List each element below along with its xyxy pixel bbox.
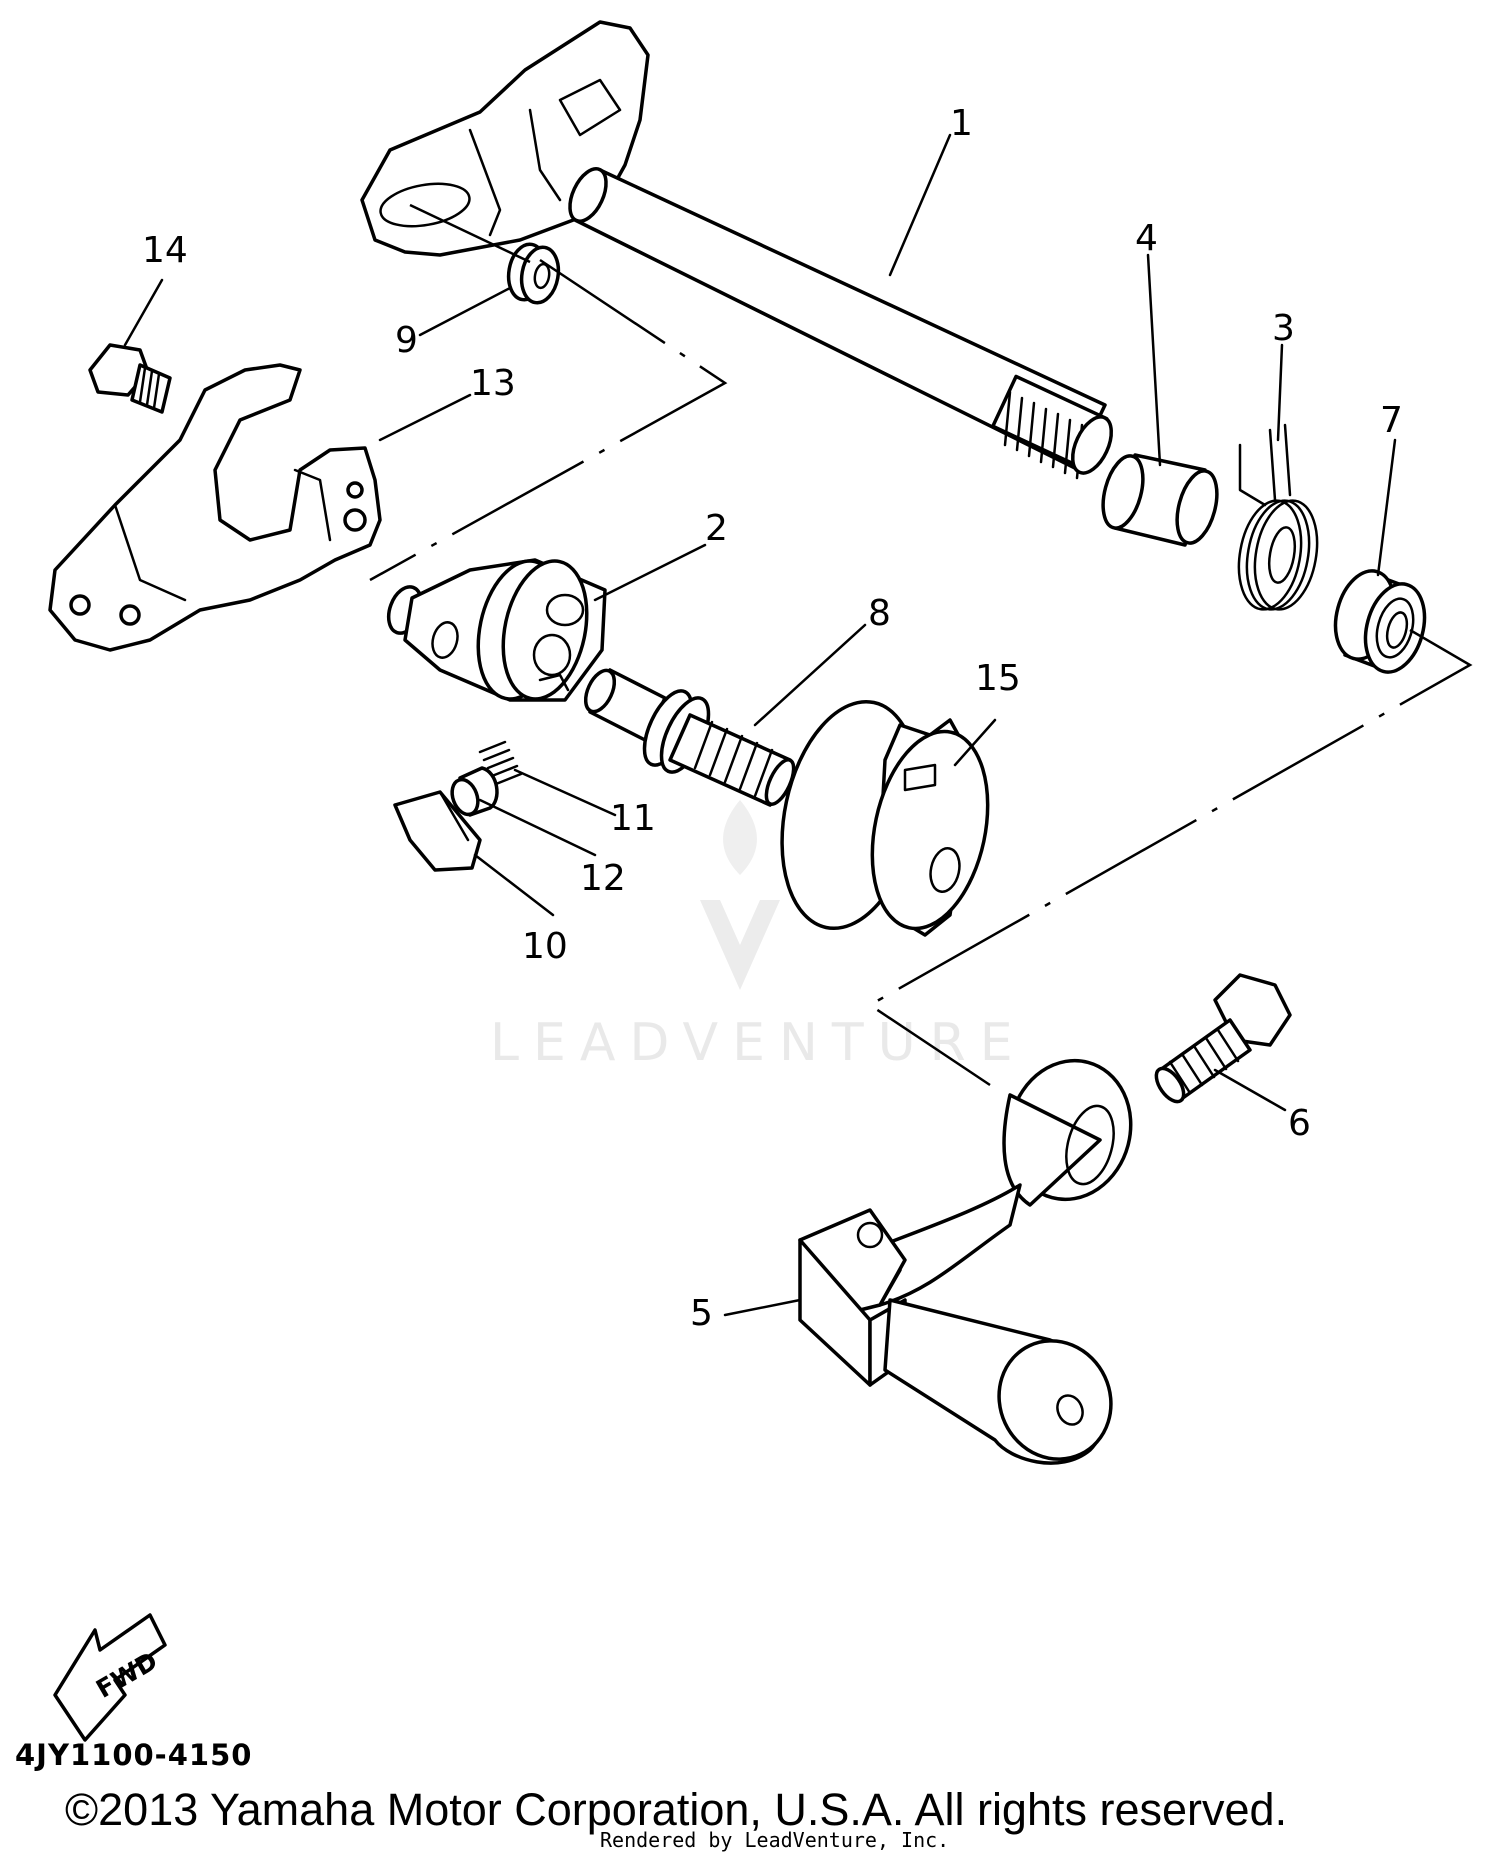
- callout-13: 13: [470, 363, 516, 404]
- callout-12: 12: [580, 858, 626, 899]
- rendered-by-credit: Rendered by LeadVenture, Inc.: [600, 1828, 949, 1852]
- part-4-collar: [1101, 453, 1219, 547]
- part-15-segment: [780, 699, 990, 937]
- part-3-torsion-spring: [1237, 423, 1319, 611]
- assembly-guide-lines: [369, 203, 1473, 1087]
- callout-8: 8: [868, 593, 891, 634]
- callout-15: 15: [975, 658, 1021, 699]
- part-8-collar-bolt: [583, 668, 796, 807]
- diagram-code: 4JY1100-4150: [15, 1738, 252, 1772]
- callout-10: 10: [522, 926, 568, 967]
- callout-6: 6: [1288, 1103, 1311, 1144]
- callouts: 1 2 3 4 5 6 7 8 9 10 11 12 13 14 15: [142, 103, 1403, 1334]
- part-7-oil-seal: [1333, 569, 1427, 674]
- callout-1: 1: [950, 103, 973, 144]
- copyright-notice: ©2013 Yamaha Motor Corporation, U.S.A. A…: [65, 1784, 1287, 1835]
- callout-3: 3: [1272, 308, 1295, 349]
- watermark-flame-icon: [723, 800, 757, 875]
- watermark-text: LEADVENTURE: [490, 1013, 1027, 1073]
- fwd-arrow-icon: FWD: [53, 1613, 167, 1742]
- part-9-washer: [506, 242, 561, 305]
- watermark-logo-icon: [700, 900, 780, 990]
- part-11-spring: [478, 740, 523, 786]
- callout-2: 2: [705, 508, 728, 549]
- part-5-shift-pedal: [798, 1058, 1133, 1465]
- part-14-bolt: [88, 343, 172, 414]
- part-10-roller: [393, 790, 482, 872]
- callout-7: 7: [1380, 400, 1403, 441]
- part-6-bolt: [1154, 973, 1292, 1104]
- leader-lines: [123, 133, 1397, 1317]
- part-1-shift-shaft: [360, 20, 1114, 480]
- callout-11: 11: [610, 798, 656, 839]
- callout-5: 5: [690, 1293, 713, 1334]
- callout-9: 9: [395, 320, 418, 361]
- callout-4: 4: [1135, 218, 1158, 259]
- part-13-stopper-plate: [48, 363, 382, 652]
- callout-14: 14: [142, 230, 188, 271]
- part-2-shift-lever: [386, 558, 607, 702]
